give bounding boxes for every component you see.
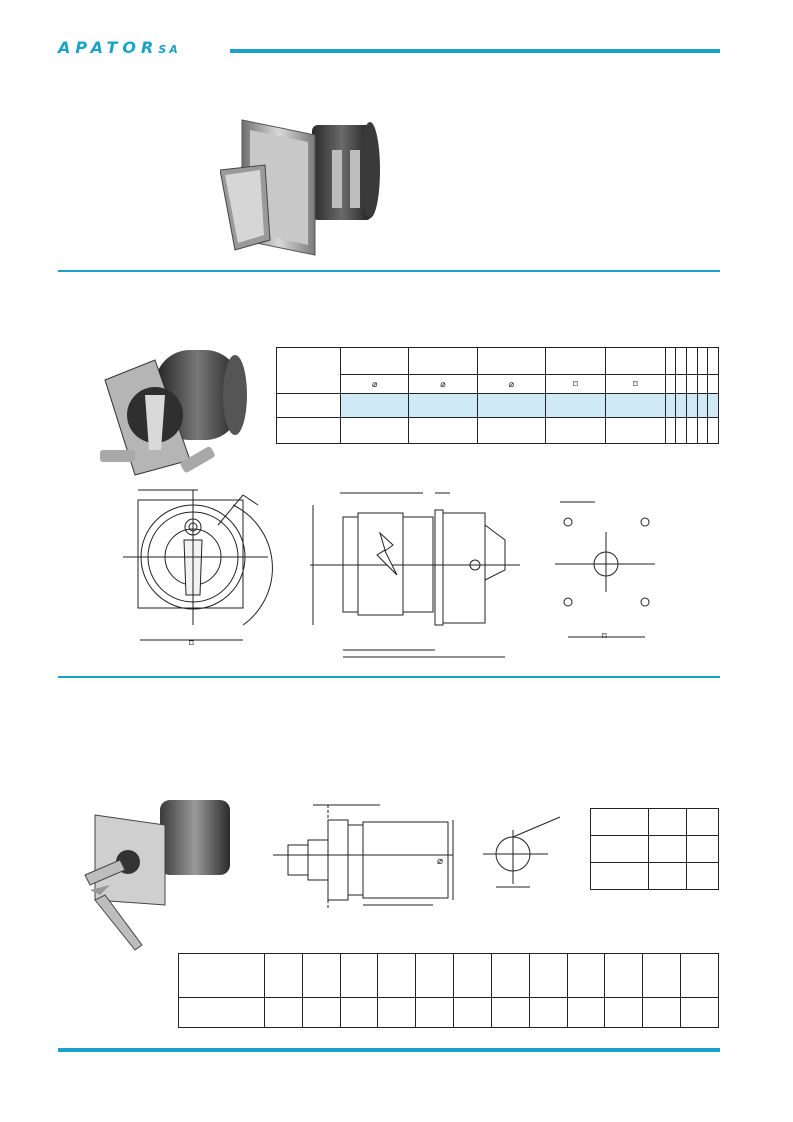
cutout-dim-label: ⌑ bbox=[602, 631, 607, 641]
symbol-cell: ⌑ bbox=[604, 374, 666, 394]
symbol-cell: ⌑ bbox=[545, 374, 606, 394]
table-row bbox=[590, 835, 719, 863]
product-photo-cam-switch bbox=[220, 119, 380, 256]
table-row bbox=[178, 997, 719, 1028]
symbol-cell bbox=[675, 374, 688, 394]
drawing-panel-cutout: ⌑ bbox=[555, 501, 655, 641]
brand-name: APATOR bbox=[58, 38, 159, 57]
drawing-key-switch-cutout bbox=[483, 816, 561, 888]
symbol-cell bbox=[664, 374, 677, 394]
symbol-cell: ⌀ bbox=[408, 374, 478, 394]
symbol-cell bbox=[686, 374, 698, 394]
table-row-symbols: ⌀ ⌀ ⌀ ⌑ ⌑ bbox=[277, 374, 719, 394]
symbol-cell bbox=[707, 374, 719, 394]
section-divider-2 bbox=[58, 676, 720, 678]
drawing-front-view: ⌑ bbox=[123, 489, 273, 648]
row-header-cell bbox=[276, 347, 341, 394]
symbol-cell: ⌀ bbox=[339, 374, 410, 394]
footer-rule bbox=[58, 1048, 720, 1052]
ratings-table: ⌀ ⌀ ⌀ ⌑ ⌑ bbox=[276, 347, 719, 444]
front-dim-label: ⌑ bbox=[189, 638, 194, 648]
handle-dim-label: ⌀ bbox=[437, 856, 444, 867]
table-row bbox=[590, 808, 719, 836]
drawing-side-view bbox=[310, 492, 520, 658]
key-switch-wide-table bbox=[178, 953, 719, 1028]
table-row bbox=[276, 417, 719, 444]
table-row-highlight bbox=[276, 393, 719, 418]
table-row bbox=[178, 953, 719, 998]
product-photo-key-switch bbox=[84, 800, 230, 951]
header-rule bbox=[230, 49, 720, 53]
symbol-cell: ⌀ bbox=[476, 374, 547, 394]
product-photo-padlock-switch bbox=[100, 350, 247, 476]
symbol-cell bbox=[696, 374, 709, 394]
table-row bbox=[276, 347, 719, 394]
brand-suffix: SA bbox=[158, 43, 181, 56]
drawing-key-switch-side bbox=[273, 804, 454, 910]
section-divider-1 bbox=[58, 270, 720, 272]
key-switch-small-table bbox=[590, 808, 719, 890]
brand-logo: APATORSA bbox=[58, 38, 181, 57]
table-row bbox=[590, 862, 719, 890]
